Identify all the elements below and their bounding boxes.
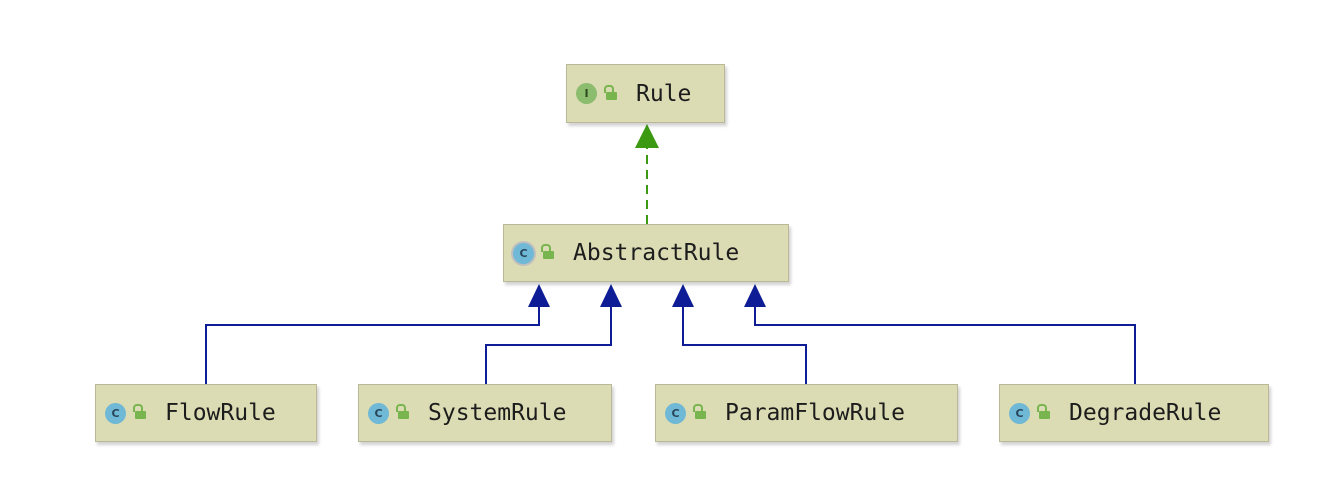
unlocked-padlock-icon: [396, 404, 410, 419]
extends-arrowhead-paramflowrule: [672, 284, 694, 307]
extends-arrowhead-systemrule: [600, 284, 622, 307]
extends-edge-flowrule: [205, 306, 540, 384]
node-degrade-rule[interactable]: C DegradeRule: [999, 384, 1269, 442]
unlocked-padlock-icon: [1037, 404, 1051, 419]
class-icon: C: [1009, 402, 1030, 424]
extends-arrowhead-flowrule: [528, 284, 550, 307]
class-icon: C: [368, 402, 389, 424]
node-rule[interactable]: I Rule: [566, 64, 725, 123]
node-label: AbstractRule: [573, 240, 740, 266]
node-abstract-rule[interactable]: C AbstractRule: [503, 224, 789, 282]
implements-arrowhead: [635, 124, 659, 148]
interface-icon: I: [576, 83, 597, 104]
node-label: FlowRule: [165, 400, 276, 426]
node-label: DegradeRule: [1069, 400, 1222, 426]
node-param-flow-rule[interactable]: C ParamFlowRule: [655, 384, 958, 442]
unlocked-padlock-icon: [693, 404, 707, 419]
extends-edge-paramflowrule: [682, 306, 807, 384]
node-system-rule[interactable]: C SystemRule: [358, 384, 612, 442]
class-icon: C: [105, 402, 126, 424]
unlocked-padlock-icon: [133, 404, 147, 419]
extends-arrowhead-degraderule: [744, 284, 766, 307]
unlocked-padlock-icon: [604, 84, 618, 100]
extends-edge-degraderule: [754, 306, 1136, 384]
abstract-class-icon: C: [513, 242, 534, 264]
class-icon: C: [665, 402, 686, 424]
node-flow-rule[interactable]: C FlowRule: [95, 384, 317, 442]
node-label: SystemRule: [428, 400, 567, 426]
node-label: ParamFlowRule: [725, 400, 906, 426]
extends-edge-systemrule: [485, 306, 612, 384]
node-label: Rule: [636, 80, 692, 107]
unlocked-padlock-icon: [541, 244, 555, 259]
